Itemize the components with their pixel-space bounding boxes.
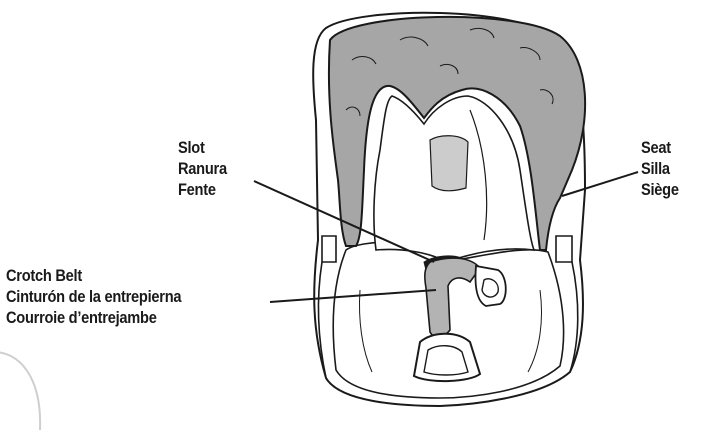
corner-circle-arc <box>0 352 40 430</box>
seat-label: Seat Silla Siège <box>641 137 679 200</box>
seat-label-es: Silla <box>641 158 679 179</box>
left-handle-bracket <box>322 236 336 262</box>
back-shadow-panel <box>430 136 468 191</box>
crotch-belt-label-es: Cinturón de la entrepierna <box>6 286 181 307</box>
slot-label-es: Ranura <box>178 158 227 179</box>
crotch-belt-label: Crotch Belt Cinturón de la entrepierna C… <box>6 265 181 328</box>
seat-label-en: Seat <box>641 137 679 158</box>
crotch-belt-label-en: Crotch Belt <box>6 265 181 286</box>
slot-label-fr: Fente <box>178 179 227 200</box>
slot-label: Slot Ranura Fente <box>178 137 227 200</box>
seat-label-fr: Siège <box>641 179 679 200</box>
buckle <box>475 266 505 306</box>
crotch-belt-label-fr: Courroie d’entrejambe <box>6 307 181 328</box>
right-handle-bracket <box>556 236 572 262</box>
slot-label-en: Slot <box>178 137 227 158</box>
